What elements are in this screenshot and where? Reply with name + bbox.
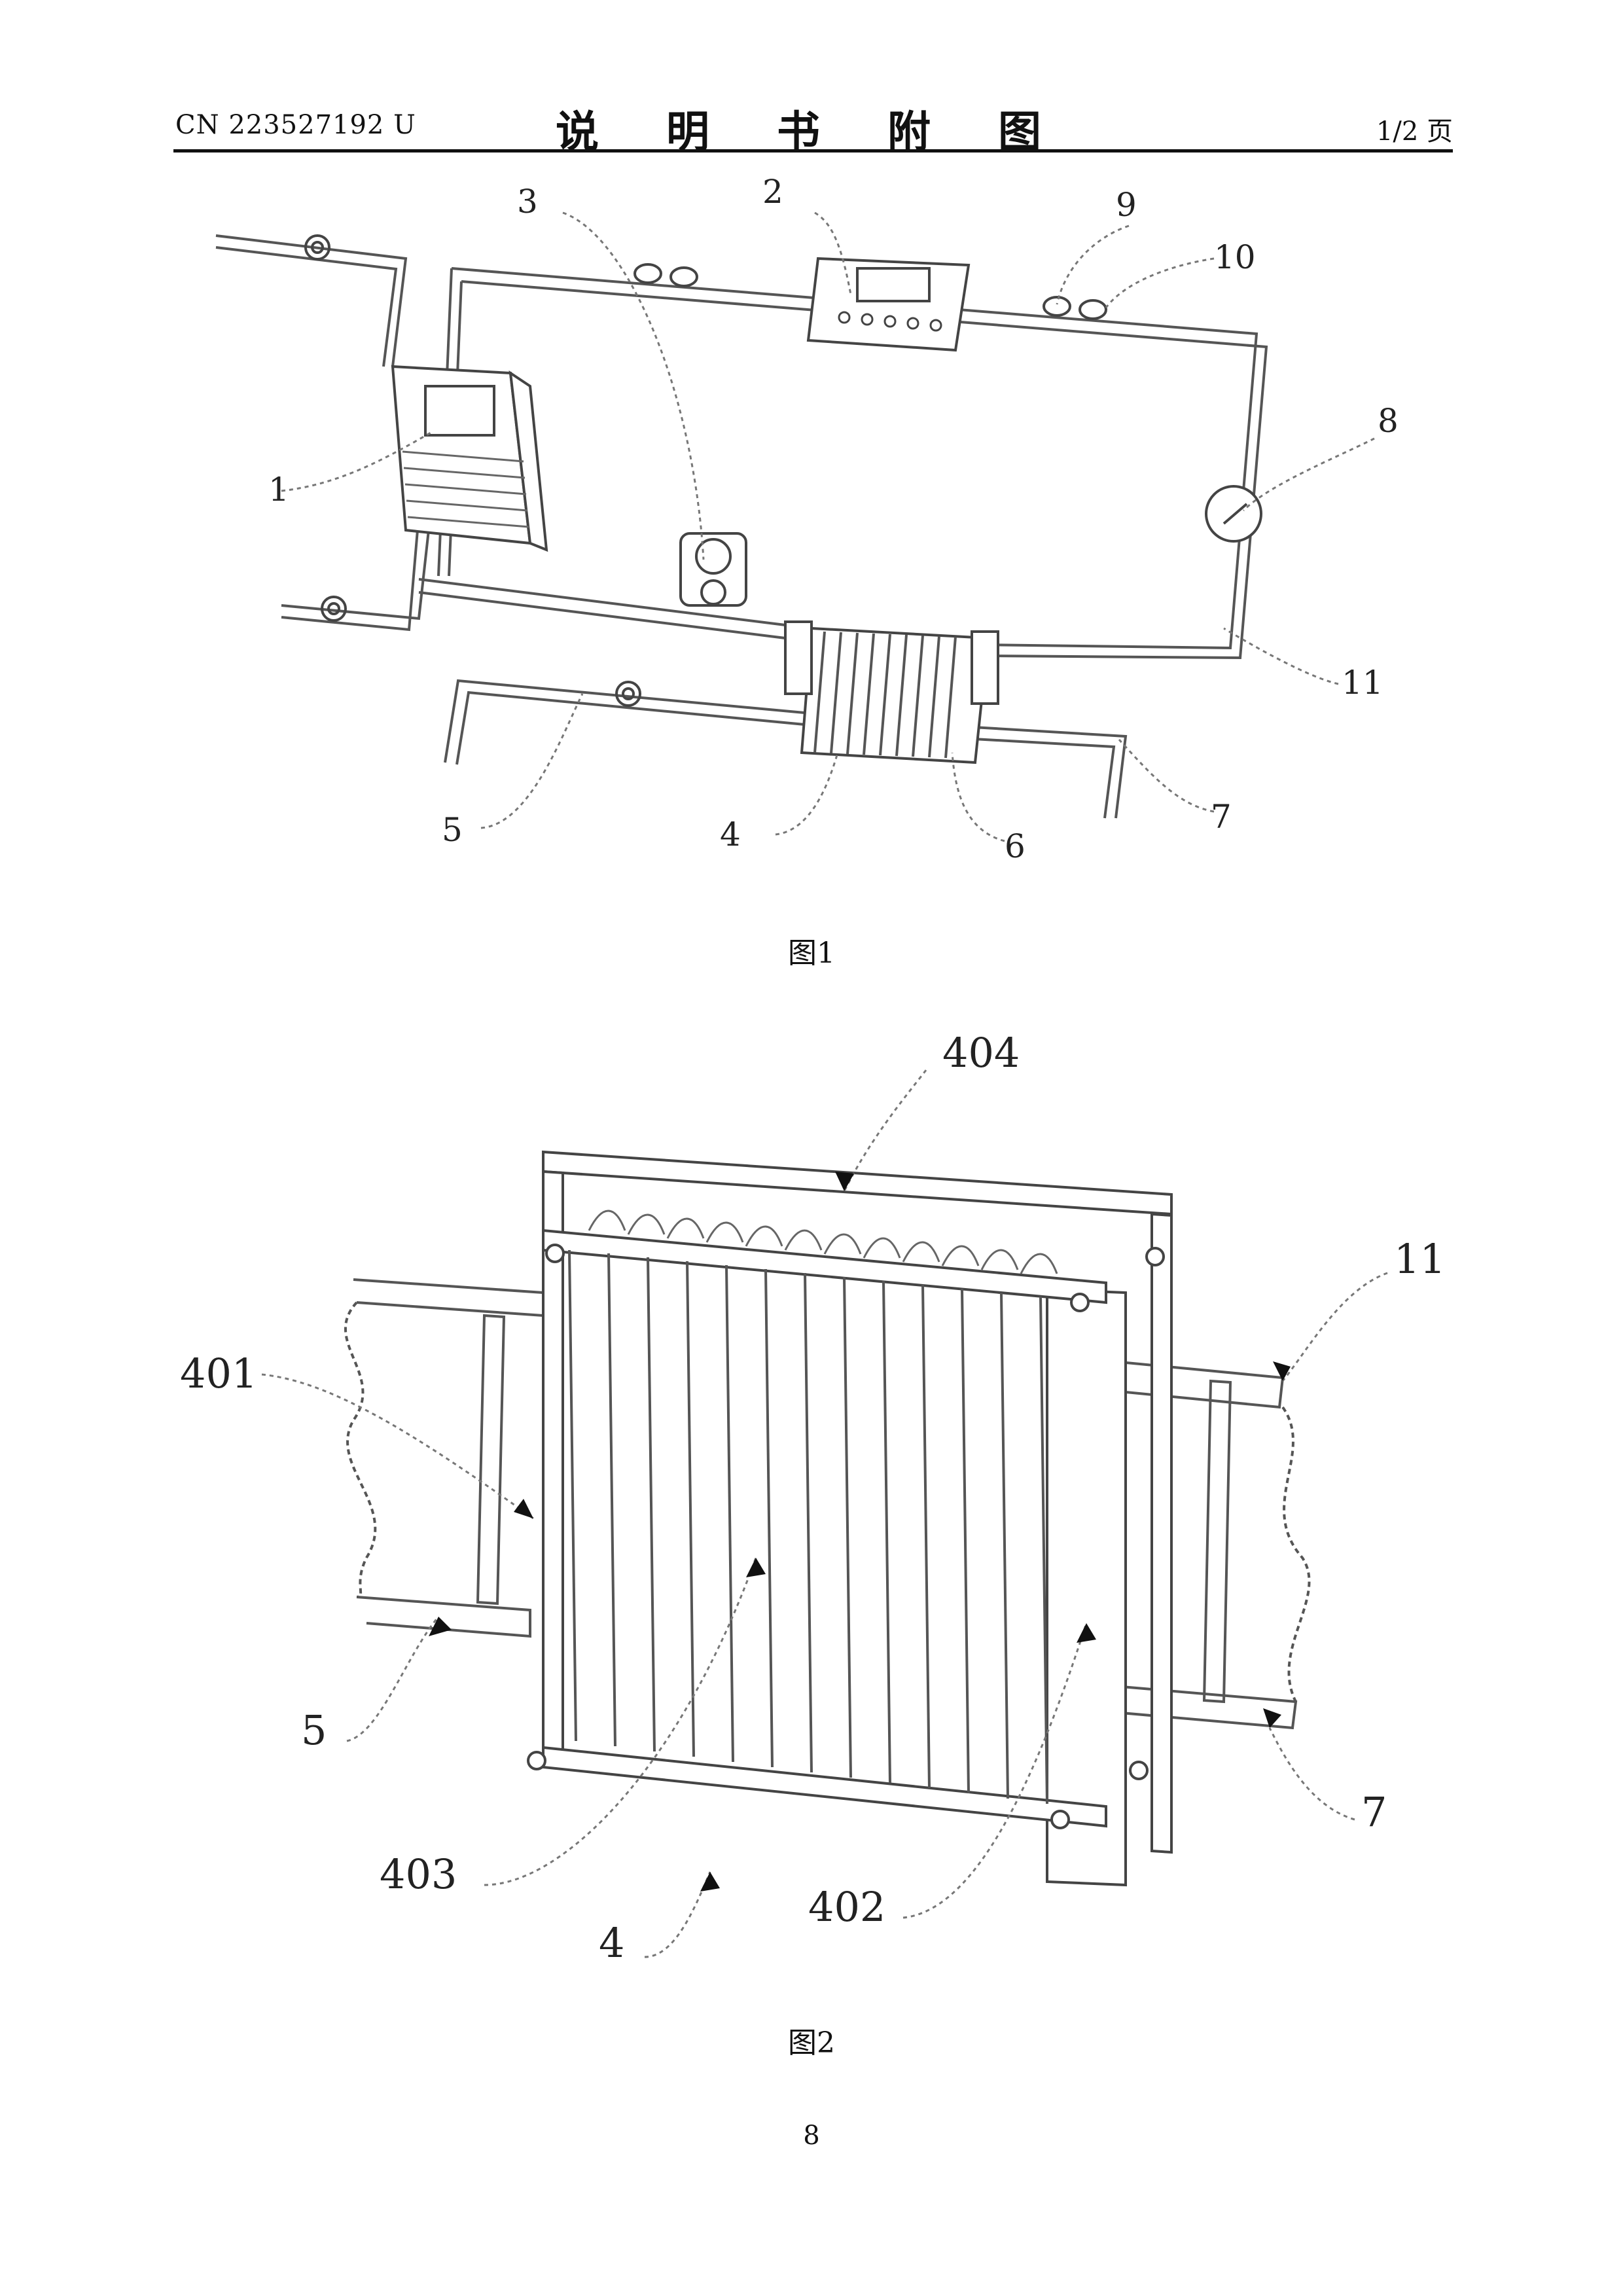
fig2-label-402: 402 (808, 1883, 885, 1931)
plate-stack (569, 1250, 1047, 1804)
fig2-label-403: 403 (380, 1850, 457, 1898)
fig2-label-404: 404 (942, 1029, 1020, 1077)
fig2-label-11: 11 (1394, 1235, 1446, 1283)
fig2-label-401: 401 (180, 1350, 257, 1397)
fig2-label-4: 4 (599, 1919, 624, 1967)
fig2-label-5: 5 (301, 1706, 327, 1754)
fig2-label-7: 7 (1361, 1788, 1387, 1836)
page-number: 8 (0, 2121, 1623, 2151)
figure-2-caption: 图2 (0, 2019, 1623, 2061)
